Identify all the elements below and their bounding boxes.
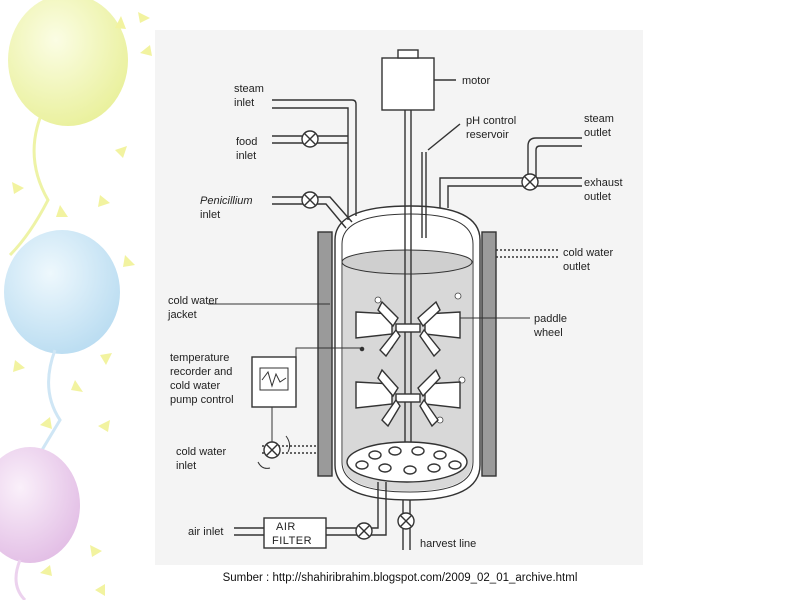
label-cold-water-outlet-2: outlet xyxy=(563,261,590,273)
pink-balloon xyxy=(0,447,80,600)
label-cold-water-jacket-2: jacket xyxy=(167,309,197,321)
label-harvest-line: harvest line xyxy=(420,538,476,550)
label-exhaust-2: outlet xyxy=(584,191,611,203)
label-temp-recorder-4: pump control xyxy=(170,394,234,406)
label-steam-inlet-1: steam xyxy=(234,83,264,95)
air-sparger xyxy=(346,441,468,483)
label-food-inlet-2: inlet xyxy=(236,150,256,162)
motor xyxy=(381,49,456,111)
ph-control-pipe xyxy=(421,123,461,238)
stirrer-shaft xyxy=(404,110,412,442)
cold-water-outlet-pipe xyxy=(496,249,560,258)
label-steam-outlet-1: steam xyxy=(584,113,614,125)
label-penicillium-2: inlet xyxy=(200,209,220,221)
diagram-labels: motor pH control reservoir steam inlet f… xyxy=(167,75,623,550)
label-cold-water-jacket-1: cold water xyxy=(168,295,218,307)
label-motor: motor xyxy=(462,75,490,87)
paddle-wheel-upper xyxy=(355,300,461,358)
label-cold-water-inlet-2: inlet xyxy=(176,460,196,472)
label-exhaust-1: exhaust xyxy=(584,177,623,189)
label-cold-water-outlet-1: cold water xyxy=(563,247,613,259)
leader-lines xyxy=(208,303,530,319)
label-penicillium-1: Penicillium xyxy=(200,195,253,207)
label-steam-inlet-2: inlet xyxy=(234,97,254,109)
steam-outlet-pipe xyxy=(527,137,582,180)
label-temp-recorder-1: temperature xyxy=(170,352,229,364)
label-food-inlet-1: food xyxy=(236,136,257,148)
penicillium-inlet-pipe xyxy=(272,196,353,229)
label-cold-water-inlet-1: cold water xyxy=(176,446,226,458)
cold-water-jacket xyxy=(317,231,497,477)
blue-balloon xyxy=(4,230,120,471)
confetti xyxy=(12,12,152,596)
paddle-wheel-lower xyxy=(355,368,461,428)
temperature-recorder xyxy=(251,347,360,442)
steam-inlet-pipe xyxy=(272,99,357,220)
label-ph-reservoir: reservoir xyxy=(466,129,509,141)
label-paddle-wheel-2: wheel xyxy=(533,327,563,339)
label-ph-control: pH control xyxy=(466,115,516,127)
label-paddle-wheel-1: paddle xyxy=(534,313,567,325)
label-air-filter-2: FILTER xyxy=(272,535,312,547)
air-inlet-pipe xyxy=(234,482,387,536)
label-temp-recorder-3: cold water xyxy=(170,380,220,392)
label-air-filter-1: AIR xyxy=(276,521,296,533)
air-filter xyxy=(263,517,327,549)
fermenter-diagram: motor pH control reservoir steam inlet f… xyxy=(155,30,643,565)
source-citation: Sumber : http://shahiribrahim.blogspot.c… xyxy=(222,572,578,584)
label-steam-outlet-2: outlet xyxy=(584,127,611,139)
label-temp-recorder-2: recorder and xyxy=(170,366,232,378)
label-air-inlet: air inlet xyxy=(188,526,223,538)
yellow-balloon xyxy=(8,0,128,257)
